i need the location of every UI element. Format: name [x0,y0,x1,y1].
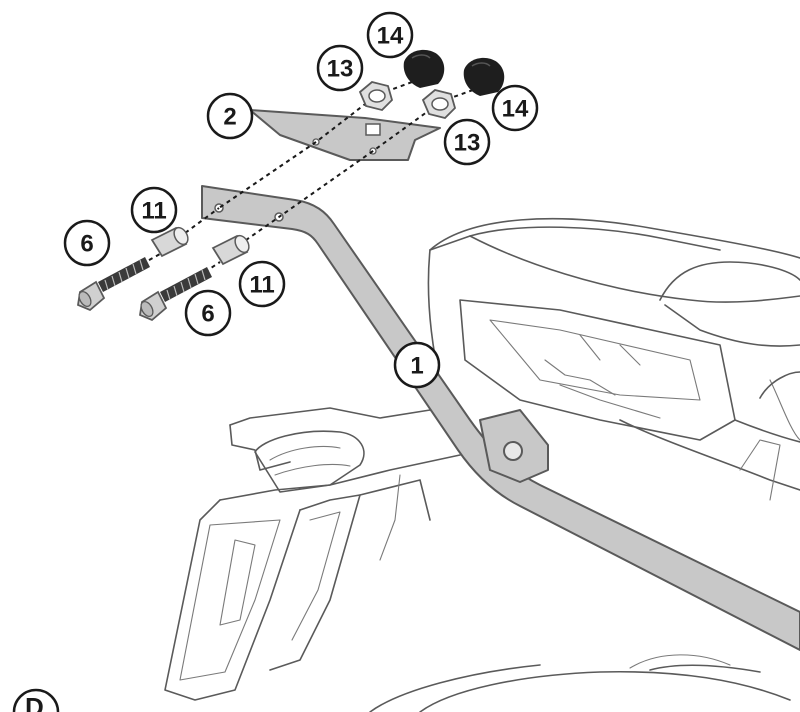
callout-label: 6 [80,231,93,258]
callout-1: 1 [393,341,441,389]
screw-part-6-a [77,257,150,312]
callout-14-right: 14 [491,84,539,132]
callout-label: 1 [410,353,423,380]
washer-part-13-b [421,89,457,119]
bracket-slot [365,123,381,136]
callout-13-top: 13 [316,44,364,92]
callout-11-top: 11 [130,186,178,234]
callout-6-bottom: 6 [184,289,232,337]
spacer-part-11-a [150,226,189,258]
rack-arm-part-1 [201,185,800,651]
spacer-part-11-b [211,234,250,266]
callout-label: 14 [377,23,404,50]
bracket-plate-part-2 [249,109,441,161]
section-letter: D [25,692,44,712]
callout-label: 14 [502,96,529,123]
rack-bolt-hole [503,441,523,461]
section-marker: D [12,688,60,712]
callout-11-bottom: 11 [238,260,286,308]
screw-part-6-b [139,267,212,322]
callout-label: 6 [201,301,214,328]
callout-label: 11 [141,198,166,225]
cap-nut-part-14-a [403,49,445,88]
callout-13-right: 13 [443,118,491,166]
callout-label: 13 [327,56,354,83]
motorcycle-rear-outline [164,217,800,712]
callout-label: 13 [454,130,481,157]
callout-14-top: 14 [366,11,414,59]
callout-label: 2 [223,104,236,131]
callout-6-left: 6 [63,219,111,267]
callout-2: 2 [206,92,254,140]
callout-label: 11 [249,272,274,299]
cap-nut-part-14-b [463,57,505,96]
assembly-lines [141,81,474,273]
washer-part-13-a [358,81,394,111]
